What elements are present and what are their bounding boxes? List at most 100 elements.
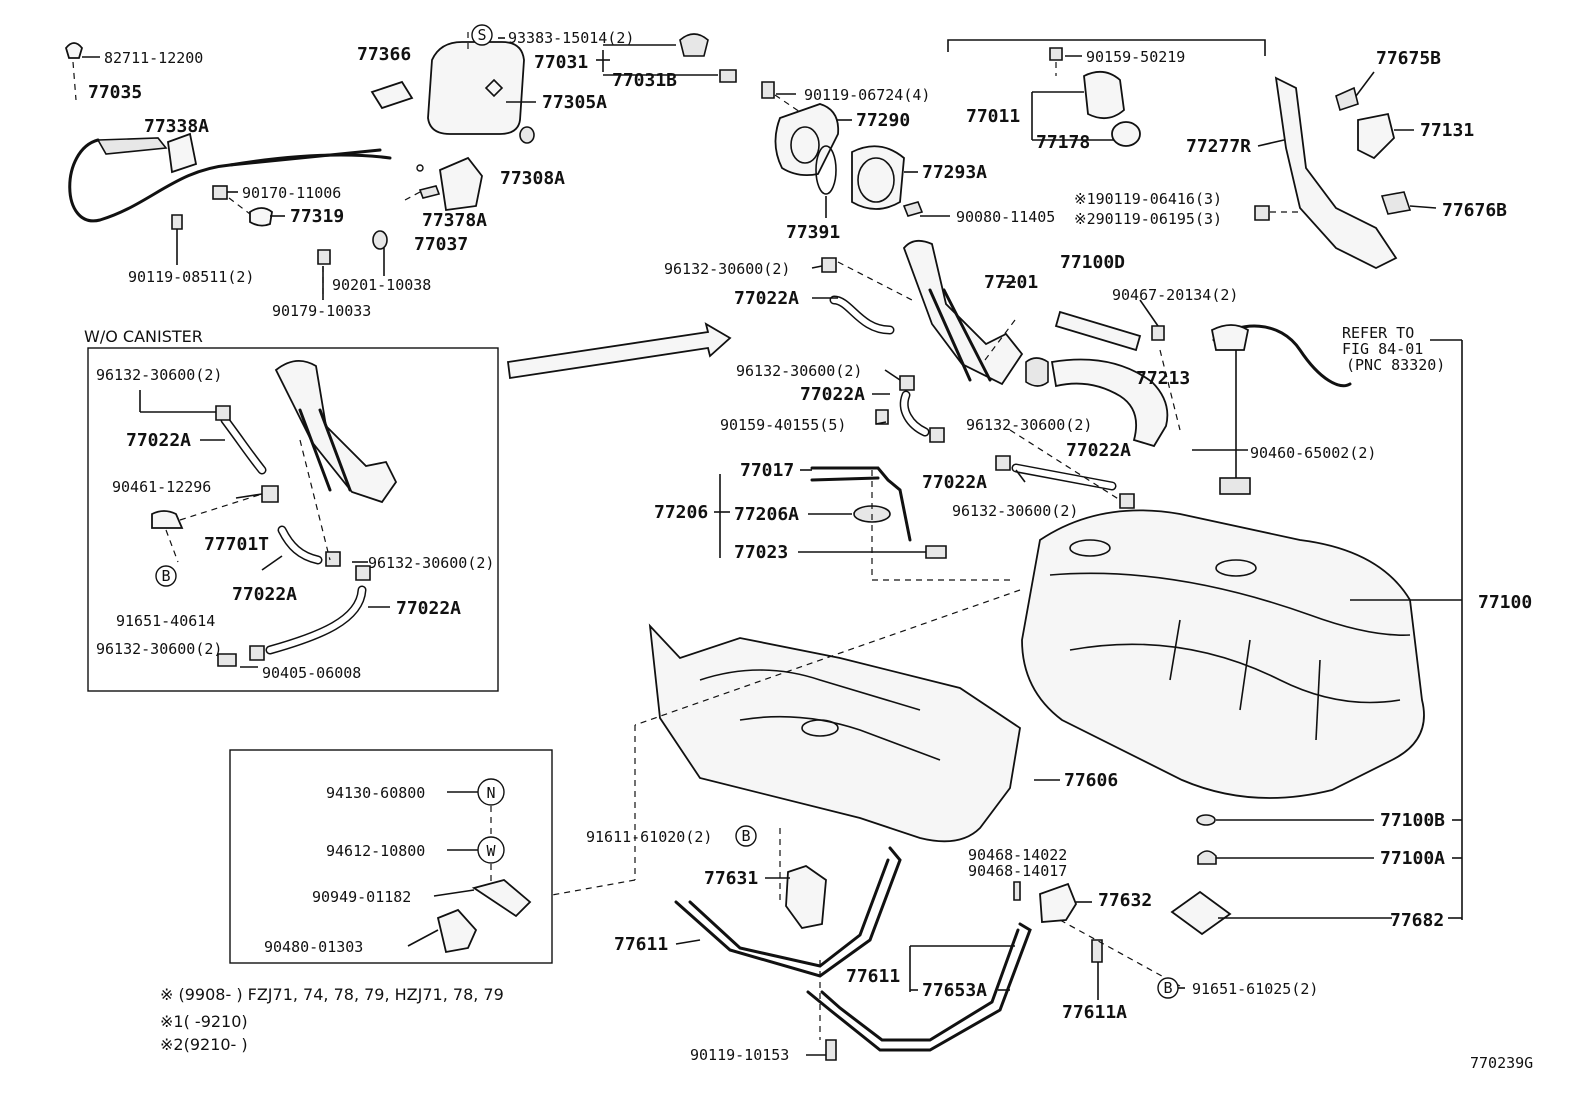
gauge-unit bbox=[1210, 324, 1250, 351]
strap-77611-b bbox=[806, 922, 1032, 1052]
kit-label-90949: 90949-01182 bbox=[312, 888, 411, 906]
inset-label-90461: 90461-12296 bbox=[112, 478, 211, 496]
plug-77100A bbox=[1197, 850, 1217, 865]
symbol-s bbox=[471, 24, 493, 46]
label-77632: 77632 bbox=[1098, 890, 1152, 911]
label-77682: 77682 bbox=[1390, 910, 1444, 931]
label-90179: 90179-10033 bbox=[272, 302, 371, 320]
bolt-90119-10153 bbox=[825, 1039, 837, 1061]
symbol-b-strap bbox=[735, 825, 757, 847]
fuel-lid-opener-group: S bbox=[65, 24, 737, 300]
damper-90949 bbox=[471, 879, 532, 918]
label-91611: 91611-61020(2) bbox=[586, 828, 712, 846]
footnotes: ※ (9908- ) FZJ71, 74, 78, 79, HZJ71, 78,… bbox=[160, 985, 504, 1054]
label-77305A: 77305A bbox=[542, 92, 607, 113]
protector-77277R bbox=[1274, 76, 1398, 270]
damper-90480 bbox=[436, 908, 478, 954]
label-290119: ※290119-06195(3) bbox=[1074, 210, 1222, 228]
inset-clamp-90461 bbox=[151, 510, 184, 529]
bolt-190119 bbox=[1254, 205, 1270, 221]
inset-valve-77701T bbox=[261, 485, 279, 503]
label-77338A: 77338A bbox=[144, 116, 209, 137]
symbol-b-inset-text: B bbox=[161, 567, 170, 585]
label-90468-a: 90468-14022 bbox=[968, 846, 1067, 864]
inset-arrow bbox=[506, 322, 732, 380]
footnote-1: ※ (9908- ) FZJ71, 74, 78, 79, HZJ71, 78,… bbox=[160, 985, 504, 1004]
plate-77290 bbox=[774, 103, 840, 177]
clip-77366 bbox=[370, 80, 414, 110]
symbol-b-inset bbox=[155, 565, 177, 587]
label-77366: 77366 bbox=[357, 44, 411, 65]
label-77100A: 77100A bbox=[1380, 848, 1445, 869]
clamp-96132-c bbox=[929, 427, 945, 443]
filler-neck-group bbox=[761, 81, 1181, 448]
label-90460: 90460-65002(2) bbox=[1250, 444, 1376, 462]
bracket-77378A bbox=[439, 156, 483, 212]
label-90119-06724: 90119-06724(4) bbox=[804, 86, 930, 104]
inset-label-77022A-a: 77022A bbox=[126, 430, 191, 451]
hose-77338 bbox=[228, 153, 392, 167]
kit-label-94612: 94612-10800 bbox=[326, 842, 425, 860]
inset-label-91651: 91651-40614 bbox=[116, 612, 215, 630]
cable-77035 bbox=[68, 138, 382, 223]
inset-without-canister: W/O CANISTER B bbox=[84, 327, 499, 692]
inset-damper-kit: N W bbox=[229, 749, 553, 964]
label-90159-50219: 90159-50219 bbox=[1086, 48, 1185, 66]
label-77100: 77100 bbox=[1478, 592, 1532, 613]
bolt-77611A bbox=[1091, 939, 1103, 963]
label-77100D: 77100D bbox=[1060, 252, 1125, 273]
inset-label-77022A-b: 77022A bbox=[232, 584, 297, 605]
label-77675B: 77675B bbox=[1376, 48, 1441, 69]
clamp-96132-a bbox=[821, 257, 837, 273]
bolt-90119-08511 bbox=[171, 214, 183, 230]
inset-bolt-90405 bbox=[217, 653, 237, 667]
label-77011: 77011 bbox=[966, 106, 1020, 127]
inset-label-77701T: 77701T bbox=[204, 534, 269, 555]
label-90201: 90201-10038 bbox=[332, 276, 431, 294]
label-77031B: 77031B bbox=[612, 70, 677, 91]
symbol-n-text: N bbox=[486, 784, 495, 802]
cable-end bbox=[96, 137, 168, 155]
label-77611A: 77611A bbox=[1062, 1002, 1127, 1023]
figure-id: 770239G bbox=[1470, 1054, 1533, 1072]
screw-93383 bbox=[679, 33, 709, 57]
label-77201: 77201 bbox=[984, 272, 1038, 293]
bolt-77037 bbox=[418, 185, 441, 199]
bracket-77631 bbox=[785, 865, 827, 929]
label-93383: 93383-15014(2) bbox=[508, 29, 634, 47]
lock-77338A bbox=[167, 132, 198, 174]
insulator-group bbox=[1254, 76, 1412, 270]
inset-label-77022A-c: 77022A bbox=[396, 598, 461, 619]
sender-77017 bbox=[810, 466, 912, 542]
clip-77675B bbox=[1335, 86, 1359, 112]
clip-90179 bbox=[317, 249, 331, 265]
inset-title: W/O CANISTER bbox=[84, 327, 203, 346]
label-77213: 77213 bbox=[1136, 368, 1190, 389]
screw-90159-50219 bbox=[1049, 47, 1063, 61]
footnote-2: ※1( -9210) bbox=[160, 1012, 248, 1031]
ring-77391 bbox=[815, 145, 837, 195]
inset-label-96132-b: 96132-30600(2) bbox=[368, 554, 494, 572]
connector-90460 bbox=[1219, 477, 1251, 495]
inset-clamp-c bbox=[355, 565, 371, 581]
clamp-90467 bbox=[1151, 325, 1165, 341]
label-77308A: 77308A bbox=[500, 168, 565, 189]
hose-77100D bbox=[1054, 310, 1142, 352]
label-90170: 90170-11006 bbox=[242, 184, 341, 202]
label-90080: 90080-11405 bbox=[956, 208, 1055, 226]
label-77682 bbox=[1170, 890, 1232, 936]
footnote-3: ※2(9210- ) bbox=[160, 1035, 248, 1054]
kit-label-90480: 90480-01303 bbox=[264, 938, 363, 956]
screw-90159-40155 bbox=[875, 409, 889, 425]
hose-77213 bbox=[1050, 358, 1169, 448]
label-90119-08511: 90119-08511(2) bbox=[128, 268, 254, 286]
refer-line1: REFER TO bbox=[1342, 324, 1414, 342]
label-77676B: 77676B bbox=[1442, 200, 1507, 221]
symbol-b-strap-text: B bbox=[741, 827, 750, 845]
label-77378A: 77378A bbox=[422, 210, 487, 231]
part-77319 bbox=[249, 207, 273, 227]
label-96132-d: 96132-30600(2) bbox=[952, 502, 1078, 520]
clamp-96132-d bbox=[1119, 493, 1135, 509]
label-77391: 77391 bbox=[786, 222, 840, 243]
inset-clamp-d bbox=[249, 645, 265, 661]
